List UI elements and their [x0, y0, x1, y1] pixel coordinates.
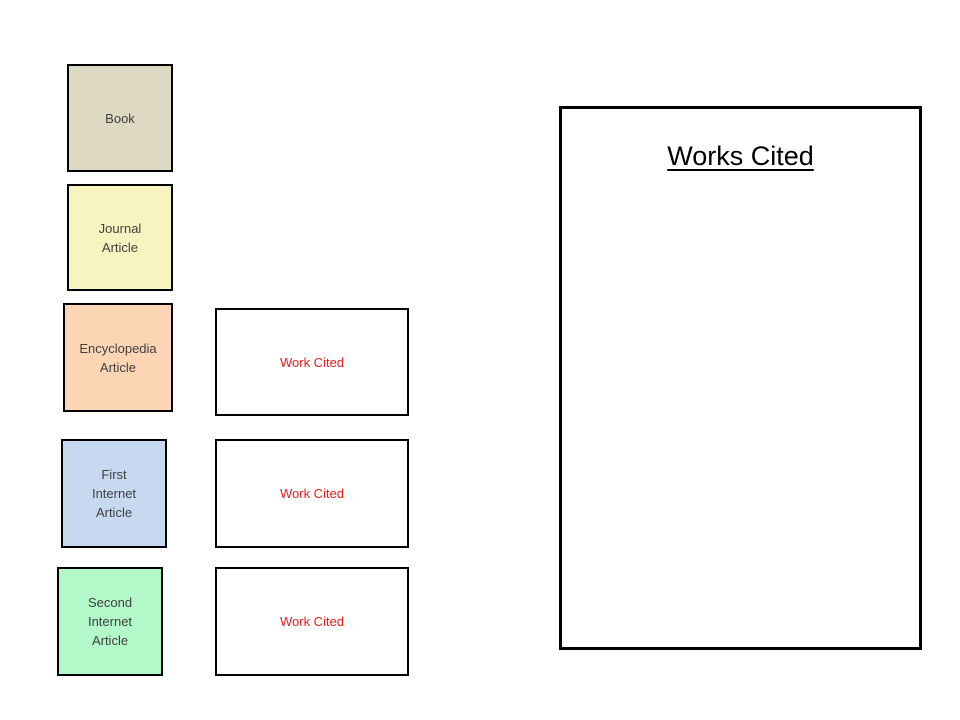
encyclopedia-article-source-label: Encyclopedia Article	[79, 340, 157, 375]
book-source-label: Book	[105, 110, 135, 126]
first-internet-article-source-label: First Internet Article	[91, 467, 137, 520]
first-internet-article-source-box: First Internet Article	[61, 439, 167, 548]
second-internet-article-source-label: Second Internet Article	[87, 595, 133, 648]
work-cited-label-1: Work Cited	[279, 354, 345, 370]
journal-article-source-label: Journal Article	[98, 220, 142, 255]
encyclopedia-article-source-box: Encyclopedia Article	[63, 303, 173, 412]
work-cited-box-1: Work Cited	[215, 308, 409, 416]
journal-article-source-box: Journal Article	[67, 184, 173, 291]
book-source-box: Book	[67, 64, 173, 172]
works-cited-title: Works Cited	[667, 141, 814, 171]
work-cited-box-2: Work Cited	[215, 439, 409, 548]
work-cited-label-3: Work Cited	[279, 614, 345, 629]
work-cited-box-3: Work Cited	[215, 567, 409, 676]
works-cited-panel: Works Cited	[559, 106, 922, 650]
work-cited-label-2: Work Cited	[279, 486, 345, 501]
second-internet-article-source-box: Second Internet Article	[57, 567, 163, 676]
